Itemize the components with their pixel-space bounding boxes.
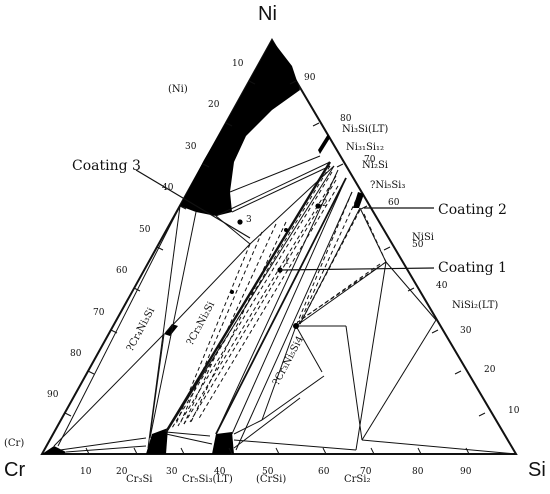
phase-label-ni5si3: ?Ni₅Si₃ <box>370 180 405 191</box>
coating-points <box>230 203 321 329</box>
phase-label-nisi2: NiSi₂(LT) <box>452 300 498 311</box>
bottom-tick-label: 80 <box>412 467 424 477</box>
bottom-tick-label: 90 <box>460 467 472 477</box>
bottom-tick-label: 70 <box>360 467 372 477</box>
callout-coating-2: Coating 2 <box>438 202 507 218</box>
corner-label-ni: Ni <box>258 3 277 25</box>
dashed-tie-lines <box>171 165 387 429</box>
cr5si3-region <box>212 432 234 454</box>
right-tick-label: 60 <box>388 198 400 208</box>
phase-label-ni2si: Ni₂Si <box>362 160 388 171</box>
phase-label-crsi2: CrSi₂ <box>344 474 371 485</box>
point-label-1: 1 <box>284 257 290 267</box>
right-tick-label: 90 <box>304 73 316 83</box>
phase-label-nisi: NiSi <box>412 232 434 243</box>
right-tick-label: 80 <box>340 114 352 124</box>
right-tick-label: 40 <box>436 281 448 291</box>
corner-label-si: Si <box>528 459 546 481</box>
cr3si-region <box>146 428 168 454</box>
left-tick-label: 60 <box>116 266 128 276</box>
point-label-2: 2 <box>322 199 328 209</box>
right-tick-label: 20 <box>484 365 496 375</box>
callout-leaders <box>135 169 435 271</box>
phase-boundary-lines <box>53 155 517 455</box>
callout-coating-1: Coating 1 <box>438 260 507 276</box>
ni5si3-region <box>353 192 364 208</box>
ni-solid-solution-region <box>180 40 300 216</box>
bottom-tick-label: 30 <box>166 467 178 477</box>
phase-label-ni31si12: Ni₃₁Si₁₂ <box>346 142 384 153</box>
left-tick-label: 30 <box>185 142 197 152</box>
right-tick-label: 10 <box>508 406 520 416</box>
phase-label-cr3si: Cr₃Si <box>126 474 153 485</box>
phase-label-cr5si3: Cr₅Si₃(LT) <box>182 474 233 485</box>
phase-label-cr-solid: (Cr) <box>4 438 24 449</box>
right-tick-label: 50 <box>412 240 424 250</box>
bottom-tick-label: 60 <box>318 467 330 477</box>
point-label-3: 3 <box>246 215 252 225</box>
axis-ticks <box>64 80 486 455</box>
bold-tie-line-2 <box>215 177 347 435</box>
left-tick-label: 90 <box>47 390 59 400</box>
right-tick-label: 70 <box>364 155 376 165</box>
bottom-tick-label: 40 <box>214 467 226 477</box>
bold-tie-line <box>164 161 332 433</box>
corner-label-cr: Cr <box>4 459 25 481</box>
left-tick-label: 50 <box>139 225 151 235</box>
bottom-tick-label: 10 <box>80 467 92 477</box>
bottom-tick-label: 20 <box>116 467 128 477</box>
bottom-tick-label: 50 <box>262 467 274 477</box>
left-tick-label: 70 <box>93 308 105 318</box>
cr4ni3si-region <box>164 324 178 336</box>
phase-label-ni3si: Ni₃Si(LT) <box>342 124 388 135</box>
left-tick-label: 80 <box>70 349 82 359</box>
left-tick-label: 40 <box>162 183 174 193</box>
left-tick-label: 10 <box>232 59 244 69</box>
cr-solid-region <box>42 446 66 454</box>
phase-label-crsi: (CrSi) <box>256 474 286 485</box>
right-tick-label: 30 <box>460 326 472 336</box>
left-tick-label: 20 <box>208 100 220 110</box>
ni3si-region <box>318 134 330 154</box>
callout-coating-3: Coating 3 <box>72 158 141 174</box>
phase-label-ni-solid: (Ni) <box>168 84 188 95</box>
